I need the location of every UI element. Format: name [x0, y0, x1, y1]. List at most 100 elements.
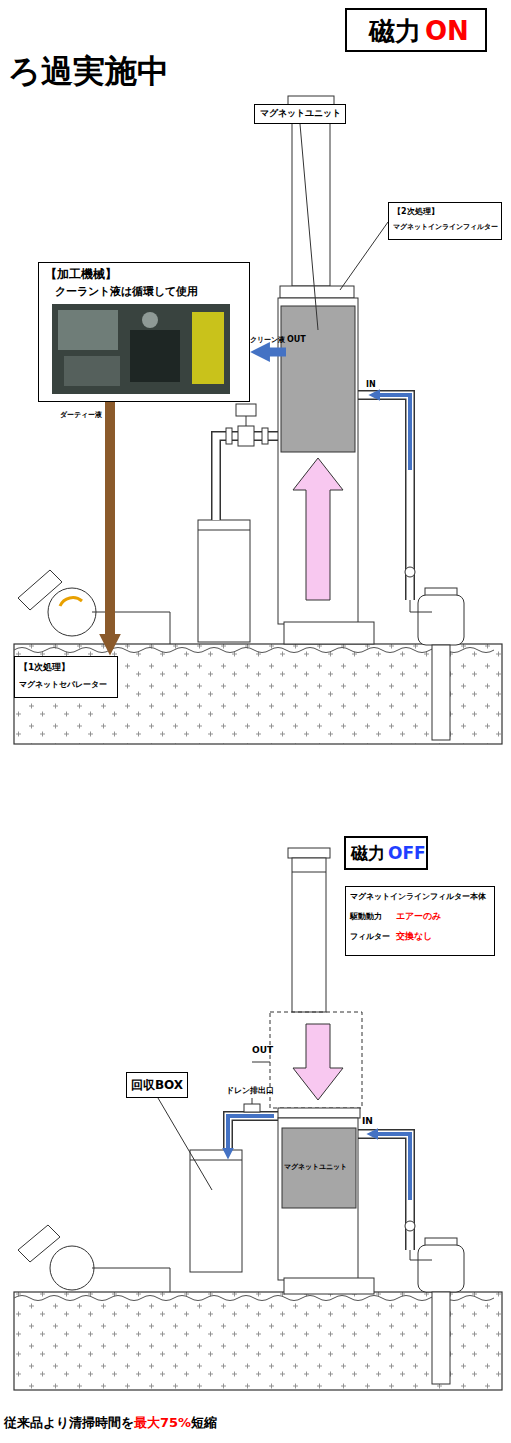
drain-pipe — [244, 1104, 260, 1112]
box-text: 【加工機械】 — [45, 267, 117, 282]
coolant-tank — [14, 1292, 502, 1390]
label-box: 【加工機械】クーラント液は循環して使用 — [38, 262, 250, 402]
machine-photo — [52, 304, 230, 394]
label-box: 【1次処理】マグネットセパレーター — [14, 656, 118, 698]
drain-pipe — [262, 428, 268, 444]
pump — [432, 1292, 450, 1384]
part-label: ドレン排出口 — [226, 1086, 274, 1096]
part-label: マグネットユニット — [284, 1163, 347, 1171]
inline-filter — [293, 458, 343, 600]
inline-filter — [288, 848, 330, 858]
box-text: 駆動動力 — [350, 912, 382, 922]
pump — [418, 595, 464, 645]
box-text: フィルター — [350, 932, 390, 942]
supply-pipe — [358, 1134, 410, 1250]
box-text: マグネットインラインフィルター本体 — [350, 892, 486, 902]
box-text: マグネットユニット — [260, 108, 341, 119]
panel-title: ろ過実施中 — [8, 50, 169, 94]
magnet-separator — [60, 598, 82, 606]
collection-tube — [198, 530, 250, 531]
leader-line — [158, 1098, 212, 1190]
box-text: マグネットセパレーター — [19, 680, 107, 690]
pump — [410, 588, 464, 740]
coolant-tank — [14, 1296, 494, 1301]
machine-photo — [52, 304, 230, 394]
machine-photo — [130, 330, 180, 382]
box-text: エアーのみ — [396, 911, 441, 922]
inline-filter — [284, 1278, 374, 1294]
drain-pipe — [226, 428, 232, 444]
collection-tube — [198, 520, 250, 642]
footer-line: 従来品より清掃時間を最大75%短縮 — [4, 1412, 217, 1432]
box-text: クーラント液は循環して使用 — [55, 285, 198, 299]
magnet-separator — [48, 588, 96, 636]
footer-note: 短縮 — [191, 1415, 217, 1430]
inline-filter — [278, 298, 358, 624]
drain-pipe — [236, 404, 256, 416]
machine-photo — [58, 310, 118, 350]
collection-tube — [198, 520, 250, 642]
top-panel — [14, 96, 502, 744]
label-box: 【2次処理】マグネットインラインフィルター — [388, 202, 502, 240]
magnet-separator — [92, 1268, 170, 1292]
magnet-separator — [18, 1225, 170, 1292]
bottom-panel — [14, 848, 502, 1390]
footer-note: 従来品より清掃時間を — [4, 1415, 134, 1430]
drain-pipe — [228, 1116, 278, 1150]
supply-pipe — [358, 1134, 415, 1250]
supply-pipe — [376, 1134, 410, 1200]
drain-pipe — [228, 1116, 274, 1150]
supply-pipe — [405, 1221, 415, 1231]
inline-filter — [292, 872, 326, 873]
drain-pipe — [228, 1116, 278, 1150]
leader-line — [340, 222, 388, 290]
flow-label: ダーティー液 — [60, 410, 102, 420]
label-box: 回収BOX — [126, 1072, 188, 1098]
collection-box — [190, 1160, 242, 1161]
inline-filter — [282, 1128, 356, 1208]
supply-pipe — [358, 1134, 410, 1250]
inline-filter — [270, 1012, 362, 1108]
supply-pipe — [378, 395, 410, 470]
supply-pipe — [358, 395, 415, 600]
inline-filter — [252, 1062, 270, 1063]
coolant-tank — [14, 1292, 502, 1390]
coolant-tank — [14, 644, 502, 744]
label-box: マグネットユニット — [254, 104, 346, 124]
machine-photo — [64, 356, 120, 386]
drain-pipe — [216, 436, 278, 520]
box-text: 回収BOX — [131, 1078, 183, 1093]
drain-pipe — [216, 404, 278, 520]
coolant-tank — [14, 648, 494, 653]
leader-line — [158, 1098, 212, 1190]
inline-filter — [292, 106, 330, 286]
pump — [410, 1238, 464, 1384]
box-text: ON — [425, 15, 469, 48]
part-label: IN — [366, 380, 376, 390]
machine-photo — [192, 312, 224, 384]
supply-pipe — [358, 395, 410, 600]
pump — [418, 1245, 464, 1292]
box-text: OFF — [388, 843, 426, 864]
box-text: 【2次処理】 — [393, 207, 439, 217]
supply-pipe — [405, 567, 415, 577]
box-text: 交換なし — [396, 931, 432, 942]
drain-pipe — [246, 416, 247, 426]
magnet-separator — [50, 1246, 94, 1290]
inline-filter — [278, 1108, 360, 1118]
inline-filter — [284, 622, 374, 644]
inline-filter — [293, 1024, 343, 1100]
part-label: OUT — [287, 335, 306, 345]
drain-pipe — [252, 1098, 253, 1104]
supply-pipe — [358, 395, 410, 600]
coolant-tank — [14, 644, 502, 744]
collection-box — [190, 1150, 242, 1272]
inline-filter — [292, 858, 326, 1012]
pump — [410, 1250, 432, 1260]
pump — [410, 600, 432, 612]
label-box: 磁力ON — [345, 8, 487, 52]
part-label: IN — [362, 1116, 373, 1127]
inline-filter — [278, 96, 374, 644]
